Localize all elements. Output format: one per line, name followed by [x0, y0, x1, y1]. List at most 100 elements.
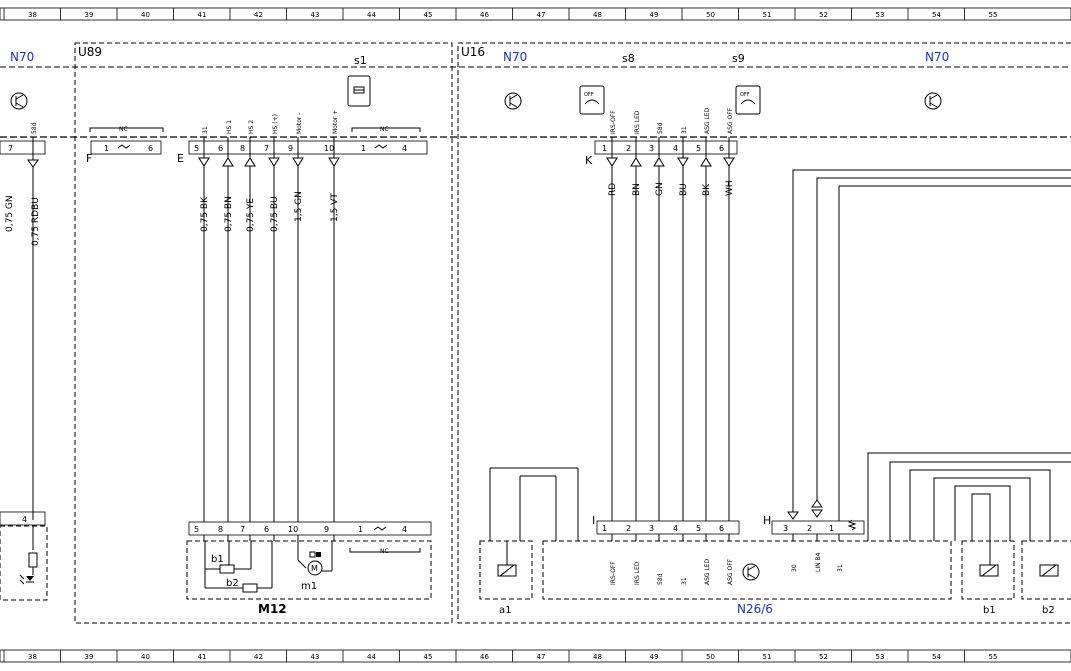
ruler-label: 48: [593, 11, 602, 19]
ruler-label: 39: [85, 653, 94, 661]
transistor-icon: [504, 92, 522, 110]
s1-label: s1: [354, 54, 367, 67]
switch-button-icon: [347, 75, 371, 107]
pin-number: 1: [104, 144, 109, 153]
ruler-label: 41: [198, 653, 207, 661]
left-edge-connector: 7 58d 0,75 RDBU 0,75 GN 4: [0, 122, 48, 601]
pin-name: HS (+): [272, 114, 279, 134]
ruler-label: 52: [819, 11, 828, 19]
n70-left-label: N70: [10, 50, 34, 64]
ruler-label: 55: [989, 653, 998, 661]
direction-arrow: [268, 157, 280, 167]
ruler-label: 53: [876, 653, 885, 661]
ruler-label: 44: [367, 11, 376, 19]
sensor-icon: [242, 583, 258, 593]
u16-block: [457, 42, 1071, 624]
connector-label: I: [592, 514, 595, 527]
ruler-label: 54: [932, 11, 941, 19]
pin-name: 30: [791, 564, 798, 572]
pin-name: 58d: [31, 122, 38, 134]
pin-name: 31: [681, 126, 688, 134]
h-pin-arrows: [787, 499, 823, 520]
u16-label: U16: [461, 45, 485, 59]
right-routing-wires: [792, 169, 1071, 565]
pin-number: 7: [240, 525, 245, 534]
pin-name: IRS-OFF: [610, 561, 617, 585]
b2-label: b2: [226, 578, 239, 589]
ruler-frame: [0, 649, 1071, 663]
ruler-label: 53: [876, 11, 885, 19]
ruler-label: 50: [706, 653, 715, 661]
pin-number: 1: [602, 524, 607, 533]
transistor-icon: [924, 92, 942, 110]
b1-sensor: b1: [961, 540, 1015, 616]
nc-label: NC: [380, 126, 389, 133]
pin-name: IRS-OFF: [610, 110, 617, 134]
direction-arrow: [606, 157, 618, 167]
pin-number: 5: [696, 524, 701, 533]
wire-label: 0,75 RDBU: [31, 197, 41, 246]
pin-number: 3: [649, 144, 654, 153]
pin-number: 8: [218, 525, 223, 534]
pin-number: 7: [264, 144, 269, 153]
pin-number: 9: [288, 144, 293, 153]
connector-label: F: [86, 152, 92, 165]
pin-name: ASG OFF: [727, 107, 734, 134]
transistor-icon: [742, 563, 760, 581]
pin-name: 31: [837, 564, 844, 572]
pin-number: 2: [626, 144, 631, 153]
pin-name: ASG OFF: [727, 558, 734, 585]
ruler-label: 39: [85, 11, 94, 19]
pin-number: 8: [240, 144, 245, 153]
ruler-label: 38: [28, 11, 37, 19]
pin-name: IRS LED: [634, 561, 641, 585]
ruler-label: 49: [650, 11, 659, 19]
switch-button-icon: OFF: [579, 85, 605, 115]
pin-number: 5: [696, 144, 701, 153]
ruler-label: 51: [763, 653, 772, 661]
wire-label: 0,75 BN: [224, 196, 234, 232]
ruler-label: 41: [198, 11, 207, 19]
ruler-label: 38: [28, 653, 37, 661]
ruler-label: 40: [141, 11, 150, 19]
pin-name: ASG LED: [704, 107, 711, 134]
pin-number: 1: [602, 144, 607, 153]
direction-arrow: [328, 157, 340, 167]
pin-name: Motor +: [332, 110, 339, 134]
pin-number: 5: [194, 144, 199, 153]
resistor-icon: [847, 519, 857, 531]
a1-label: a1: [499, 605, 512, 616]
pin-name: Motor -: [296, 113, 303, 134]
ruler-label: 54: [932, 653, 941, 661]
wire-label: 1,5 VT: [330, 193, 340, 222]
u89-label: U89: [78, 45, 102, 59]
ruler-label: 45: [424, 11, 433, 19]
b1-label: b1: [211, 554, 224, 565]
pin-number: 4: [22, 515, 27, 524]
ruler-label: 47: [537, 653, 546, 661]
pin-number: 10: [288, 525, 298, 534]
motor-icon: M: [307, 551, 323, 576]
ruler-label: 49: [650, 653, 659, 661]
ruler-label: 47: [537, 11, 546, 19]
connector-label: H: [763, 514, 771, 527]
pin-number: 3: [649, 524, 654, 533]
a1-sensor: a1: [479, 467, 579, 616]
pin-name: 58d: [657, 573, 664, 585]
ruler-label: 43: [311, 653, 320, 661]
switch-button-icon: OFF: [735, 85, 761, 115]
pin-number: 5: [194, 525, 199, 534]
direction-arrow: [244, 157, 256, 167]
ruler-frame: [0, 7, 1071, 21]
pin-number: 4: [402, 525, 407, 534]
nc-label: NC: [380, 548, 389, 555]
ruler-label: 48: [593, 653, 602, 661]
m1-label: m1: [301, 581, 317, 592]
nc-label: NC: [119, 126, 128, 133]
wire-label: GN: [655, 182, 665, 196]
